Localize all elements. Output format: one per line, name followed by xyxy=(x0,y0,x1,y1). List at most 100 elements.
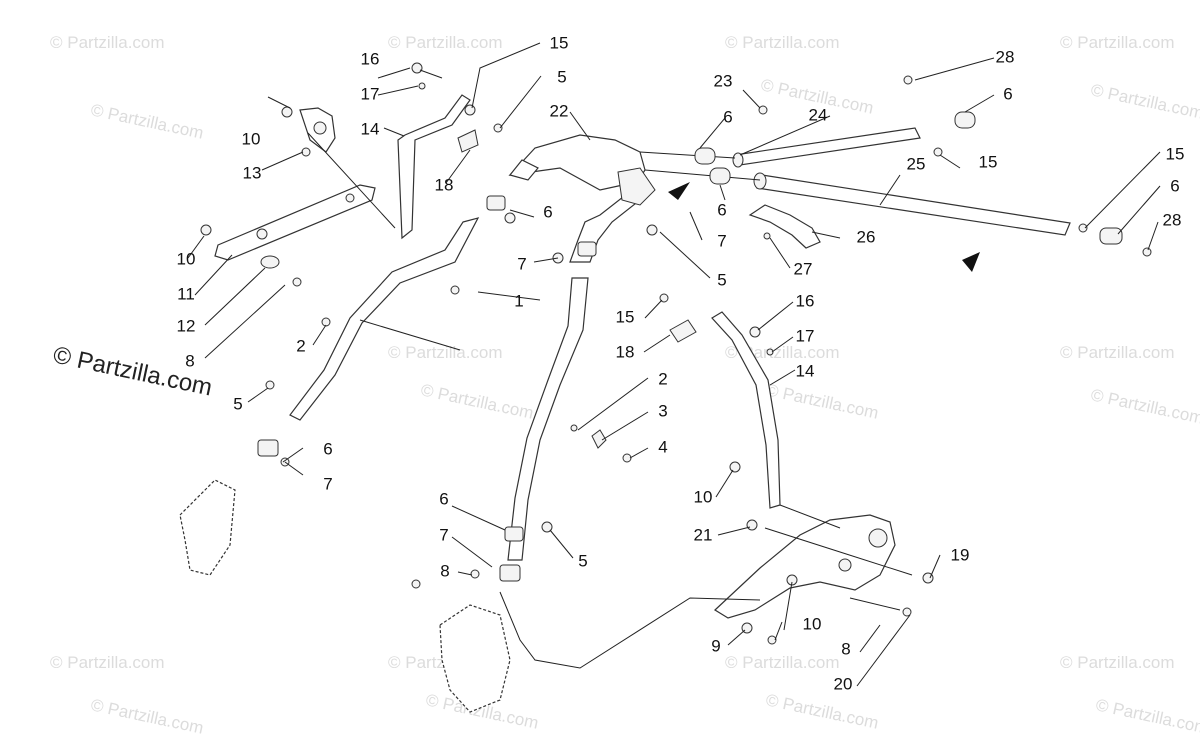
callout-number: 24 xyxy=(809,105,828,124)
watermark-text: © Partzilla.com xyxy=(1089,385,1200,427)
callout-number: 7 xyxy=(439,525,448,544)
callout-number: 6 xyxy=(439,489,448,508)
callout-number: 22 xyxy=(550,101,569,120)
bolt-head xyxy=(265,380,275,390)
parts-layer xyxy=(179,42,1161,713)
callout-number: 20 xyxy=(834,674,853,693)
bracket-hole xyxy=(868,528,888,548)
sleeve-6 xyxy=(257,439,279,457)
sleeve-6 xyxy=(486,195,506,211)
callout-number: 18 xyxy=(435,175,454,194)
watermark-text: © Partzilla.com xyxy=(1094,695,1200,737)
clamp-18 xyxy=(669,319,697,343)
callout-number: 8 xyxy=(440,561,449,580)
watermark-text: © Partzilla.com xyxy=(89,100,205,142)
plate-hole xyxy=(256,228,268,240)
callout-number: 25 xyxy=(907,154,926,173)
callout-number: 15 xyxy=(550,33,569,52)
watermark-text: © Partzilla.com xyxy=(764,380,880,422)
callout-number: 16 xyxy=(796,291,815,310)
watermark-text: © Partzilla.com xyxy=(725,653,840,672)
callout-number: 10 xyxy=(803,614,822,633)
callout-number: 5 xyxy=(717,270,726,289)
bolt-head xyxy=(767,635,777,645)
bracket-20 xyxy=(714,514,896,619)
clip-3 xyxy=(591,429,607,449)
pin xyxy=(570,424,578,432)
callout-number: 2 xyxy=(658,369,667,388)
watermark-text: © Partzilla.com xyxy=(1089,80,1200,122)
callout-number: 15 xyxy=(1166,144,1185,163)
frame-lower-left xyxy=(179,479,236,576)
callout-number: 6 xyxy=(323,439,332,458)
pin xyxy=(763,232,771,240)
callout-number: 5 xyxy=(233,394,242,413)
bolt-head xyxy=(902,607,912,617)
tube-link xyxy=(644,169,761,181)
watermark-text: © Partzilla.com xyxy=(1060,33,1175,52)
callout-number: 7 xyxy=(717,231,726,250)
bolt-head xyxy=(766,348,774,356)
callout-layer: 1 2 2 3 4 5 5 5 5 6 6 6 6 6 6 6 7 7 7 7 … xyxy=(177,33,1185,693)
callout-number: 6 xyxy=(543,202,552,221)
callout-number: 26 xyxy=(857,227,876,246)
nut xyxy=(646,224,658,236)
watermark-text: © Partzilla.com xyxy=(50,653,165,672)
nut xyxy=(933,147,943,157)
nut xyxy=(746,519,758,531)
nut xyxy=(470,569,480,579)
callout-number: 15 xyxy=(979,152,998,171)
watermark-text: © Partzilla.com xyxy=(419,380,535,422)
frame-lower-center xyxy=(439,604,511,713)
watermark-text: © Partzilla.com xyxy=(1060,653,1175,672)
clamp-12 xyxy=(260,255,280,269)
nut xyxy=(504,212,516,224)
callout-number: 1 xyxy=(514,291,523,310)
plug-6 xyxy=(954,111,976,129)
callout-number: 21 xyxy=(694,525,713,544)
clamp-6 xyxy=(1099,227,1123,245)
bracket-22 xyxy=(617,167,656,206)
tube-25-end xyxy=(753,172,767,190)
callout-number: 17 xyxy=(361,84,380,103)
fasteners xyxy=(200,62,1152,645)
hub-nose xyxy=(508,159,539,181)
arrow-marker xyxy=(962,252,980,272)
tube-24 xyxy=(734,127,921,166)
callout-number: 17 xyxy=(796,326,815,345)
callout-number: 16 xyxy=(361,49,380,68)
bolt-head xyxy=(1142,247,1152,257)
tube-left xyxy=(289,217,480,421)
watermark-text: © Partzilla.com xyxy=(764,690,880,732)
callout-number: 5 xyxy=(578,551,587,570)
bolt-head xyxy=(411,579,421,589)
tube-24-end xyxy=(732,152,744,168)
nut xyxy=(749,326,761,338)
callout-number: 28 xyxy=(1163,210,1182,229)
nut xyxy=(729,461,741,473)
callout-number: 6 xyxy=(1170,176,1179,195)
strap-14-lower xyxy=(711,311,781,509)
callout-number: 28 xyxy=(996,47,1015,66)
callout-number: 12 xyxy=(177,316,196,335)
nut xyxy=(281,106,293,118)
bolt-head xyxy=(450,285,460,295)
bolt-head xyxy=(622,453,632,463)
watermark-text: © Partzilla.com xyxy=(725,33,840,52)
watermark-text: © Partzilla.com xyxy=(388,33,503,52)
sleeve-6 xyxy=(499,564,521,582)
nut xyxy=(200,224,212,236)
callout-number: 27 xyxy=(794,259,813,278)
watermark-text: © Partzilla.com xyxy=(1060,343,1175,362)
callout-number: 4 xyxy=(658,437,667,456)
bolt-head xyxy=(758,105,768,115)
nut xyxy=(321,317,331,327)
callout-number: 10 xyxy=(242,129,261,148)
clamp-18 xyxy=(457,129,479,153)
bracket-hole xyxy=(838,558,852,572)
callout-number: 10 xyxy=(694,487,713,506)
bolt-head xyxy=(411,62,423,74)
nut xyxy=(301,147,311,157)
callout-number: 2 xyxy=(296,336,305,355)
bolt-shank xyxy=(419,69,443,79)
